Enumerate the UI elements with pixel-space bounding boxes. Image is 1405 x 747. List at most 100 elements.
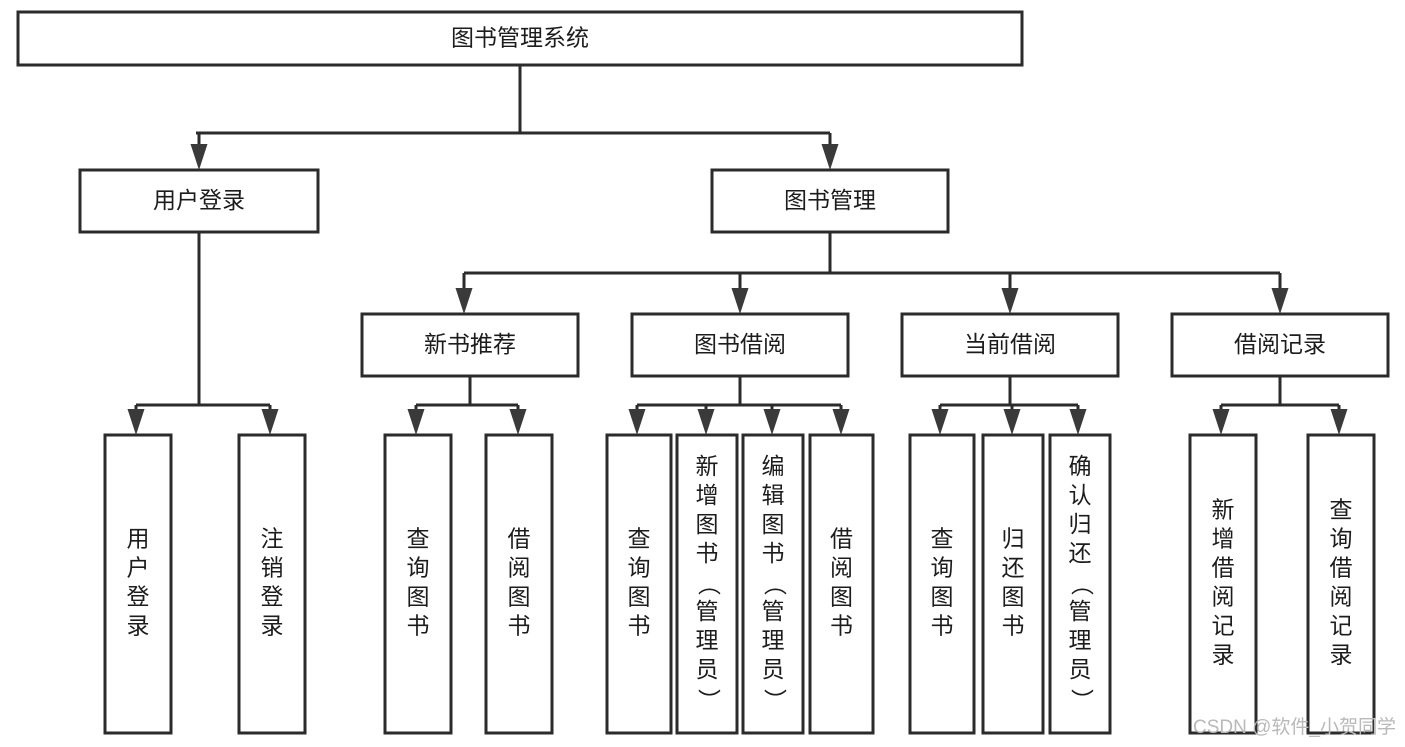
node-label-char: 阅	[1330, 584, 1353, 610]
node-label-char: 借	[1212, 555, 1235, 581]
node-label-char: 归	[1002, 526, 1025, 552]
node-box-leaf-logout	[237, 433, 307, 735]
node-label-char: 管	[1069, 598, 1092, 624]
arrowhead-11	[697, 409, 715, 435]
node-label-char: ）	[762, 689, 788, 712]
node-label-char: 登	[261, 584, 284, 610]
node-label-book-manage: 图书管理	[784, 187, 876, 213]
node-label-char: 借	[508, 526, 531, 552]
node-leaf-query-book-3[interactable]: 查询图书查询图书	[908, 433, 1006, 735]
node-leaf-borrow-book-1[interactable]: 借阅图书借阅图书	[484, 433, 583, 735]
node-label-char: 销	[261, 555, 284, 581]
node-label-char: 用	[127, 526, 150, 552]
node-label-char: 书	[628, 613, 651, 639]
arrowhead-13	[832, 409, 850, 435]
node-label-char: 书	[1002, 613, 1025, 639]
arrowhead-layer	[127, 144, 1348, 435]
node-layer: 图书管理系统用户登录图书管理新书推荐图书借阅当前借阅借阅记录用户登录用户登录注销…	[16, 10, 1405, 735]
node-label-char: 确	[1069, 453, 1092, 479]
node-leaf-query-book-2[interactable]: 查询图书查询图书	[605, 433, 703, 735]
node-leaf-borrow-book-2[interactable]: 借阅图书借阅图书	[808, 433, 906, 735]
node-label-char: 图	[931, 584, 954, 610]
node-root[interactable]: 图书管理系统	[16, 10, 1024, 67]
arrowhead-16	[1069, 409, 1087, 435]
node-label-char: 登	[127, 584, 150, 610]
node-label-char: 管	[696, 598, 719, 624]
node-label-char: 理	[696, 627, 719, 653]
node-label-char: 询	[407, 555, 430, 581]
node-label-char: 阅	[1212, 584, 1235, 610]
arrowhead-14	[931, 409, 949, 435]
arrowhead-3	[731, 288, 749, 314]
node-label-char: 还	[1002, 555, 1025, 581]
node-book-manage[interactable]: 图书管理	[710, 168, 950, 234]
node-box-leaf-borrow-book-1	[484, 433, 554, 735]
node-label-char: 图	[628, 584, 651, 610]
node-label-char: 阅	[830, 555, 853, 581]
node-label-char: 书	[696, 540, 719, 566]
node-label-char: 录	[1212, 642, 1235, 668]
node-leaf-query-record[interactable]: 查询借阅记录查询借阅记录	[1306, 433, 1405, 735]
node-leaf-add-record[interactable]: 新增借阅记录新增借阅记录	[1188, 433, 1319, 735]
node-label-char: 书	[762, 540, 785, 566]
node-leaf-query-book-1[interactable]: 查询图书查询图书	[383, 433, 482, 735]
node-label-char: 归	[1069, 511, 1092, 537]
node-label-char: 理	[1069, 627, 1092, 653]
node-box-book-manage	[710, 168, 950, 234]
node-box-leaf-query-book-1	[383, 433, 453, 735]
node-label-char: 借	[830, 526, 853, 552]
arrowhead-18	[1330, 409, 1348, 435]
node-box-leaf-return-book	[981, 433, 1045, 735]
node-label-char: 认	[1069, 482, 1092, 508]
node-borrow-record[interactable]: 借阅记录	[1170, 312, 1390, 378]
node-label-char: 询	[1330, 526, 1353, 552]
node-box-book-borrow	[630, 312, 850, 378]
node-book-borrow[interactable]: 图书借阅	[630, 312, 850, 378]
node-box-leaf-query-record	[1306, 433, 1376, 735]
node-box-leaf-query-book-3	[908, 433, 976, 735]
arrowhead-2	[455, 288, 473, 314]
arrowhead-8	[407, 409, 425, 435]
node-box-user-login	[78, 168, 320, 234]
arrowhead-0	[190, 144, 208, 170]
node-box-current-borrow	[900, 312, 1120, 378]
node-leaf-user-login[interactable]: 用户登录用户登录	[103, 433, 202, 735]
node-user-login[interactable]: 用户登录	[78, 168, 320, 234]
node-box-leaf-query-book-2	[605, 433, 673, 735]
node-label-new-book-recommend: 新书推荐	[424, 331, 516, 357]
node-label-char: 询	[628, 555, 651, 581]
arrowhead-10	[628, 409, 646, 435]
node-label-char: 辑	[762, 482, 785, 508]
node-label-char: 注	[261, 526, 284, 552]
node-current-borrow[interactable]: 当前借阅	[900, 312, 1120, 378]
node-label-char: 图	[1002, 584, 1025, 610]
node-box-leaf-borrow-book-2	[808, 433, 875, 735]
arrowhead-6	[127, 409, 145, 435]
node-box-leaf-edit-book	[741, 433, 805, 735]
node-label-char: 增	[1212, 526, 1235, 552]
node-label-char: 书	[508, 613, 531, 639]
node-label-char: 编	[762, 453, 785, 479]
node-label-borrow-record: 借阅记录	[1234, 331, 1326, 357]
node-label-char: 户	[127, 555, 150, 581]
node-label-char: 图	[762, 511, 785, 537]
node-label-char: 查	[407, 526, 430, 552]
node-box-leaf-confirm-return	[1048, 433, 1112, 735]
csdn-watermark: CSDN @软件_小贺同学	[1193, 716, 1396, 738]
node-label-char: 图	[830, 584, 853, 610]
node-label-char: ）	[696, 689, 722, 712]
node-label-char: 员	[1069, 656, 1092, 682]
node-new-book-recommend[interactable]: 新书推荐	[360, 312, 580, 378]
node-box-borrow-record	[1170, 312, 1390, 378]
node-label-char: 图	[407, 584, 430, 610]
node-label-char: 还	[1069, 540, 1092, 566]
node-label-char: ）	[1069, 689, 1095, 712]
node-label-user-login: 用户登录	[153, 187, 245, 213]
node-label-char: （	[696, 573, 722, 596]
node-leaf-logout[interactable]: 注销登录注销登录	[237, 433, 336, 735]
node-label-char: 记	[1212, 613, 1235, 639]
node-leaf-return-book[interactable]: 归还图书归还图书	[981, 433, 1077, 735]
